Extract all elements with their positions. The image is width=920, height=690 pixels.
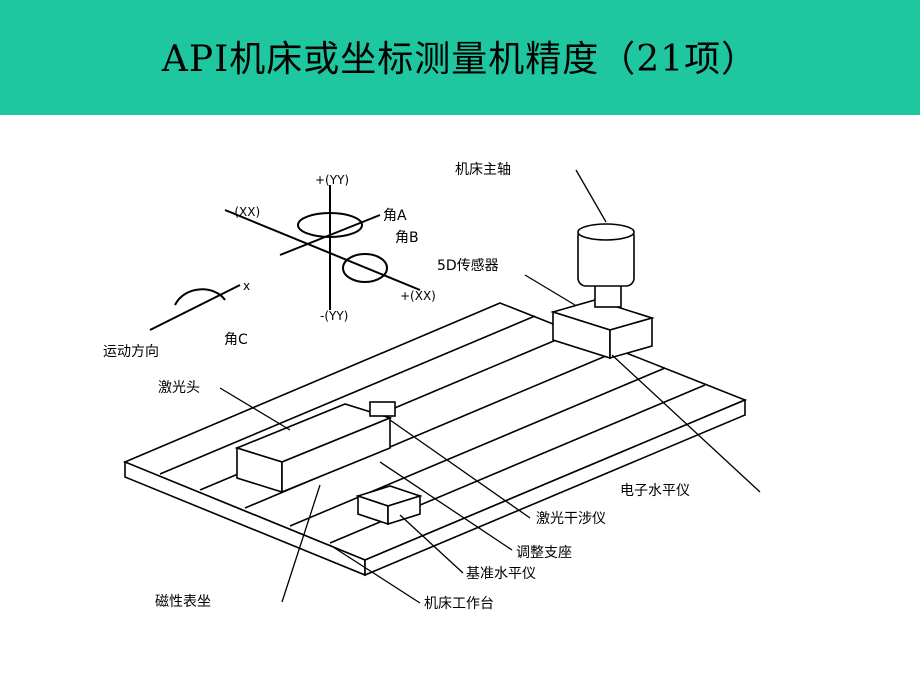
- title-banner: [0, 0, 920, 115]
- label-minus-xx: -(XX): [230, 205, 260, 219]
- label-reference-level: 基准水平仪: [466, 565, 536, 582]
- label-5d-sensor: 5D传感器: [437, 257, 499, 274]
- label-interferometer: 激光干涉仪: [536, 510, 606, 527]
- leader-lines: [219, 169, 761, 604]
- label-axis-x: x: [243, 279, 250, 293]
- spindle-sensor: [550, 223, 655, 360]
- machine-worktable: [122, 302, 748, 577]
- label-angle-c: 角C: [224, 332, 248, 348]
- label-angle-b: 角B: [395, 230, 419, 246]
- label-motion-direction: 运动方向: [103, 344, 159, 360]
- label-adjust-base: 调整支座: [516, 545, 572, 561]
- label-electronic-level: 电子水平仪: [620, 483, 690, 499]
- label-plus-xx: +(XX): [400, 289, 436, 303]
- laser-interferometer: [355, 485, 423, 526]
- label-minus-yy: -(YY): [320, 309, 348, 323]
- label-laser-head: 激光头: [158, 379, 200, 396]
- label-angle-a: 角A: [383, 208, 407, 224]
- label-spindle: 机床主轴: [455, 162, 511, 178]
- label-worktable: 机床工作台: [424, 596, 494, 612]
- label-magnetic-base: 磁性表坐: [155, 594, 211, 610]
- laser-head: [234, 401, 396, 494]
- label-plus-yy: +(YY): [315, 173, 349, 187]
- axis-rotation-sketch: [149, 185, 421, 331]
- slide-title: API机床或坐标测量机精度（21项）: [161, 39, 759, 80]
